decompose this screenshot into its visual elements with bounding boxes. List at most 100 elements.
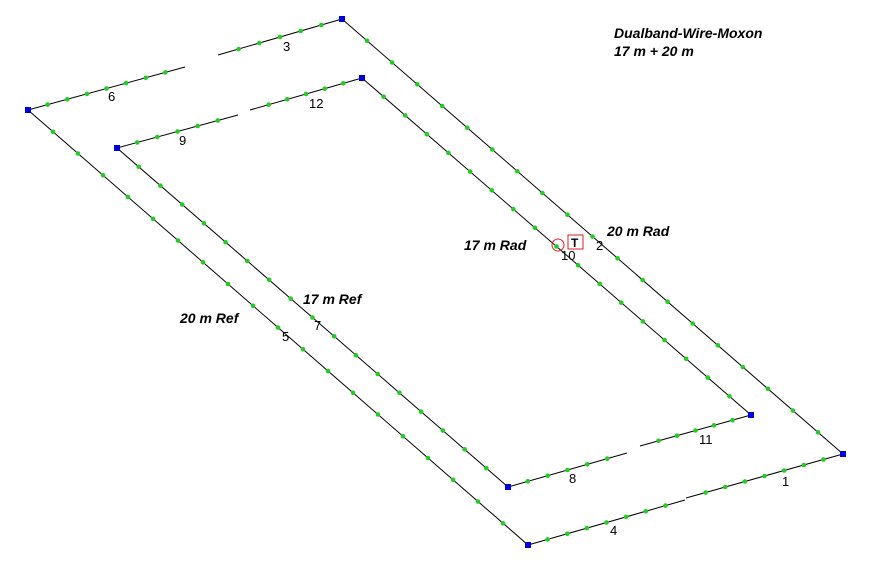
corner-node — [525, 542, 531, 548]
segment-dot — [511, 206, 516, 212]
segment-dot — [604, 456, 610, 462]
segment-dot — [266, 102, 272, 107]
label-17m-ref: 17 m Ref — [303, 291, 363, 307]
segment-dot — [381, 94, 386, 99]
wire-number-6: 6 — [108, 89, 115, 104]
segment-dot — [100, 173, 106, 178]
segment-dot — [322, 86, 328, 91]
segment-dot — [175, 238, 181, 243]
corner-markers-layer — [25, 16, 846, 548]
wire-number-11: 11 — [699, 432, 713, 447]
segment-dot — [310, 315, 315, 320]
segment-dot — [690, 321, 695, 326]
segment-dot — [575, 262, 581, 268]
segment-dot — [375, 412, 381, 417]
wire-number-7: 7 — [314, 318, 321, 333]
segment-dot — [440, 428, 446, 433]
corner-node — [748, 412, 754, 418]
segment-dot — [623, 514, 629, 520]
segment-dot — [163, 70, 168, 75]
segment-dot — [585, 462, 590, 467]
segment-dot — [590, 234, 595, 239]
segment-dot — [693, 428, 698, 433]
segment-dot — [545, 537, 550, 542]
segment-dot — [155, 134, 160, 140]
segment-dot — [656, 438, 661, 444]
segment-dot — [640, 319, 646, 324]
segment-dot — [298, 28, 304, 34]
segment-dot — [75, 151, 81, 156]
feed-marker-text: T — [571, 236, 579, 250]
segment-dot — [223, 239, 228, 245]
segment-dot — [450, 477, 456, 483]
corner-node — [840, 451, 846, 457]
segment-dot — [703, 490, 708, 495]
segment-dot — [730, 417, 735, 423]
segment-dot — [84, 91, 90, 97]
segment-dot — [300, 347, 306, 352]
segment-dot — [446, 150, 451, 156]
corner-node — [359, 75, 365, 81]
segment-dot — [375, 371, 381, 377]
segment-dot — [584, 525, 590, 531]
segment-dot — [715, 343, 721, 348]
segment-dot — [414, 82, 420, 87]
wire-number-3: 3 — [283, 39, 290, 54]
segment-dot — [125, 194, 131, 200]
segment-dot — [674, 433, 680, 439]
segment-dot — [665, 299, 670, 305]
segment-dot — [525, 479, 531, 484]
segment-dot — [465, 125, 470, 131]
segment-dot — [285, 97, 290, 102]
segment-dot — [705, 375, 711, 380]
segment-dot — [303, 91, 309, 97]
segment-dot — [331, 334, 337, 339]
segment-dot — [640, 277, 645, 283]
segment-dot — [663, 503, 668, 508]
wire-number-8: 8 — [569, 471, 576, 486]
wire-number-5: 5 — [282, 329, 289, 344]
wire-number-2: 2 — [596, 238, 603, 253]
segment-dot — [257, 40, 262, 46]
segment-dot — [762, 473, 767, 479]
wire-number-4: 4 — [610, 523, 617, 538]
segment-dot — [402, 113, 408, 118]
label-20m-ref: 20 m Ref — [179, 310, 240, 326]
segment-dot — [662, 337, 667, 343]
feed-point: T — [551, 234, 584, 252]
segment-dot — [134, 140, 140, 145]
segment-dot — [439, 103, 445, 109]
segment-dot — [104, 86, 109, 91]
segment-dot — [554, 244, 559, 249]
corner-node — [25, 107, 31, 113]
label-20m-rad: 20 m Rad — [606, 223, 670, 239]
segment-dot — [319, 22, 324, 28]
segment-dot — [353, 352, 359, 358]
wire-number-9: 9 — [179, 133, 186, 148]
segment-dot — [565, 212, 570, 217]
segment-dot — [484, 465, 489, 471]
segment-dot — [740, 364, 746, 370]
segment-dot — [341, 81, 346, 86]
segment-dot — [350, 390, 356, 396]
segment-dot — [364, 38, 370, 44]
segment-dot — [200, 260, 206, 265]
segment-dot — [400, 434, 406, 439]
segment-dot — [565, 531, 570, 537]
segment-dot — [158, 183, 163, 188]
segment-dot — [179, 202, 185, 207]
segment-dot — [418, 409, 424, 415]
segment-dots-layer — [45, 22, 826, 542]
segment-dot — [565, 467, 570, 473]
segment-dot — [123, 80, 129, 86]
segment-dot — [643, 509, 649, 514]
segment-dot — [597, 281, 602, 287]
segment-dot — [532, 225, 538, 231]
segment-dot — [815, 430, 821, 435]
segment-dot — [765, 386, 771, 392]
segment-dot — [389, 60, 395, 65]
corner-node — [339, 16, 345, 22]
segment-dot — [266, 277, 272, 283]
segment-dot — [275, 325, 281, 330]
